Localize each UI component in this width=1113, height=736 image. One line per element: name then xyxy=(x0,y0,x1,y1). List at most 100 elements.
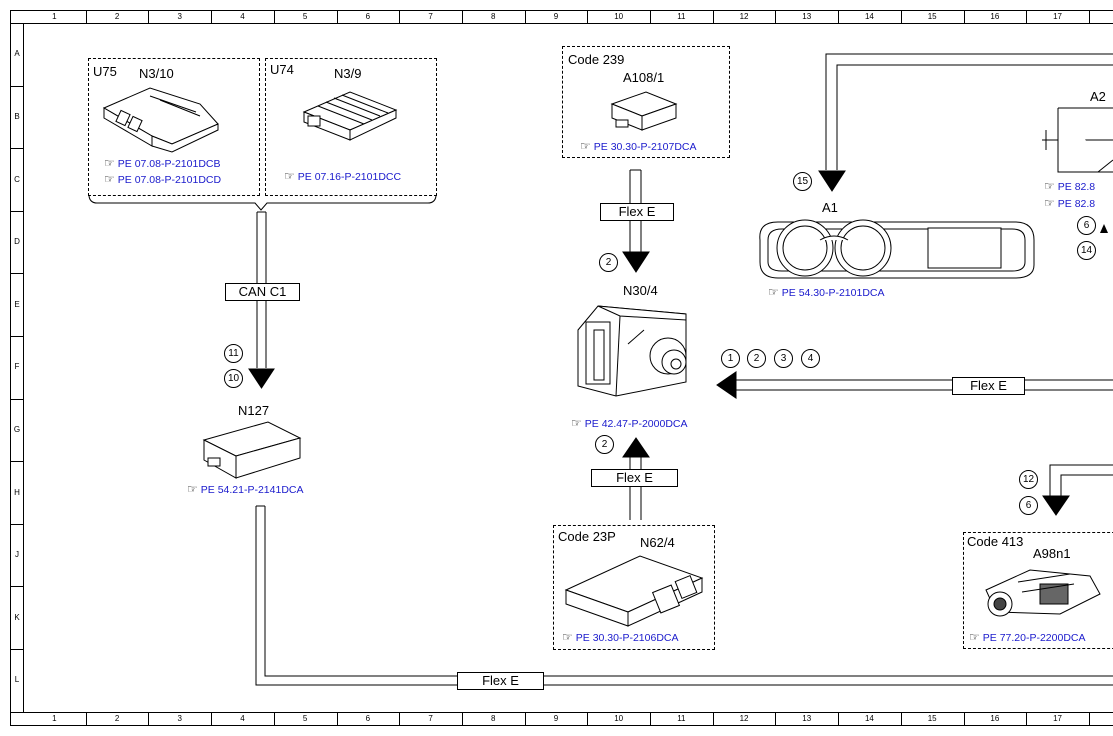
hand-pointer-icon: ☞ xyxy=(104,172,115,186)
grid-column-label: 14 xyxy=(864,12,874,21)
bus-flex-e-mid: Flex E xyxy=(591,469,678,487)
grid-column-label: 11 xyxy=(677,12,686,21)
flex-e-line-right xyxy=(716,371,1113,399)
n62-4-label: N62/4 xyxy=(640,535,675,550)
u75-label: U75 xyxy=(93,64,117,79)
flex-e-line-bottom xyxy=(255,505,1113,686)
hand-pointer-icon: ☞ xyxy=(562,630,573,644)
group-code239 xyxy=(562,46,730,158)
grid-column-label: 15 xyxy=(927,714,937,723)
ref-n3-10-a[interactable]: ☞PE 07.08-P-2101DCB xyxy=(104,156,221,170)
grid-row-label: B xyxy=(14,111,20,121)
hand-pointer-icon: ☞ xyxy=(1044,179,1055,193)
flex-e-line-mid xyxy=(622,437,650,520)
ref-a98n1[interactable]: ☞PE 77.20-P-2200DCA xyxy=(969,630,1086,644)
a108-1-drawing xyxy=(610,91,678,131)
signal-2-bottom: 2 xyxy=(595,435,614,454)
grid-column-label: 9 xyxy=(553,12,559,21)
n30-4-drawing xyxy=(577,305,687,397)
a98n1-drawing xyxy=(985,569,1101,617)
grid-column-label: 10 xyxy=(614,714,624,723)
signal-15: 15 xyxy=(793,172,812,191)
drawing-frame xyxy=(10,10,1113,726)
ref-a1[interactable]: ☞PE 54.30-P-2101DCA xyxy=(768,285,885,299)
a108-1-label: A108/1 xyxy=(623,70,665,85)
ref-a2-b[interactable]: ☞PE 82.8 xyxy=(1044,196,1096,210)
group-code413 xyxy=(963,532,1113,649)
ref-n30-4[interactable]: ☞PE 42.47-P-2000DCA xyxy=(571,416,688,430)
hand-pointer-icon: ☞ xyxy=(1044,196,1055,210)
n127-drawing xyxy=(202,421,302,479)
hand-pointer-icon: ☞ xyxy=(571,416,582,430)
grid-column-label: 13 xyxy=(802,12,812,21)
a2-arrow xyxy=(1100,224,1108,233)
a2-drawing xyxy=(1042,107,1113,173)
n3-10-label: N3/10 xyxy=(139,66,174,81)
signal-6-a2: 6 xyxy=(1077,216,1096,235)
code413-label: Code 413 xyxy=(967,534,1024,549)
grid-column-label: 16 xyxy=(990,12,1000,21)
grid-column-label: 2 xyxy=(114,12,120,21)
group-u75 xyxy=(88,58,260,196)
grid-row-label: A xyxy=(14,49,20,59)
hand-pointer-icon: ☞ xyxy=(580,139,591,153)
signal-1: 1 xyxy=(721,349,740,368)
grid-row-label: K xyxy=(14,612,20,622)
signal-2-top: 2 xyxy=(599,253,618,272)
ref-n62-4[interactable]: ☞PE 30.30-P-2106DCA xyxy=(562,630,679,644)
a2-label: A2 xyxy=(1090,89,1106,104)
n127-label: N127 xyxy=(238,403,270,418)
grid-column-label: 1 xyxy=(52,714,57,723)
signal-11: 11 xyxy=(224,344,243,363)
grid-column-label: 15 xyxy=(927,12,937,21)
grid-column-label: 11 xyxy=(677,714,686,723)
grid-column-label: 5 xyxy=(302,12,308,21)
grid-column-label: 9 xyxy=(553,714,559,723)
grid-column-label: 17 xyxy=(1053,714,1062,723)
signal-4: 4 xyxy=(801,349,820,368)
grid-column-label: 10 xyxy=(614,12,624,21)
signal-14: 14 xyxy=(1077,241,1096,260)
n3-10-drawing xyxy=(102,87,219,153)
grid-row-label: C xyxy=(14,174,20,184)
grid-row-label: H xyxy=(14,487,20,497)
grid-row-label: G xyxy=(13,424,21,434)
hand-pointer-icon: ☞ xyxy=(969,630,980,644)
hand-pointer-icon: ☞ xyxy=(187,482,198,496)
signal-3: 3 xyxy=(774,349,793,368)
ref-a2-a[interactable]: ☞PE 82.8 xyxy=(1044,179,1096,193)
grid-column-label: 1 xyxy=(52,12,57,21)
grid-column-label: 14 xyxy=(864,714,874,723)
signal-10: 10 xyxy=(224,369,243,388)
grid-column-label: 2 xyxy=(114,714,120,723)
signal-12: 12 xyxy=(1019,470,1038,489)
grid-row-label: E xyxy=(14,299,20,309)
grid-column-label: 12 xyxy=(739,714,749,723)
group-bracket xyxy=(88,195,437,211)
ref-n3-9[interactable]: ☞PE 07.16-P-2101DCC xyxy=(284,169,402,183)
grid-column-label: 3 xyxy=(177,714,182,723)
a1-feed-line xyxy=(818,53,1113,192)
n3-9-drawing xyxy=(302,91,398,141)
ref-a108-1[interactable]: ☞PE 30.30-P-2107DCA xyxy=(580,139,697,153)
u74-label: U74 xyxy=(270,62,294,77)
signal-2-right: 2 xyxy=(747,349,766,368)
ref-n3-10-b[interactable]: ☞PE 07.08-P-2101DCD xyxy=(104,172,222,186)
a1-drawing xyxy=(759,219,1035,279)
grid-column-label: 13 xyxy=(802,714,812,723)
grid-column-label: 3 xyxy=(177,12,182,21)
ref-n127[interactable]: ☞PE 54.21-P-2141DCA xyxy=(187,482,304,496)
hand-pointer-icon: ☞ xyxy=(284,169,295,183)
grid-column-label: 8 xyxy=(491,714,496,723)
a1-label: A1 xyxy=(822,200,838,215)
n62-4-drawing xyxy=(564,555,704,627)
bus-can-c1: CAN C1 xyxy=(225,283,300,301)
grid-column-label: 4 xyxy=(240,714,245,723)
grid-column-label: 4 xyxy=(240,12,245,21)
n30-4-label: N30/4 xyxy=(623,283,658,298)
grid-column-label: 7 xyxy=(428,12,433,21)
signal-6-bottom: 6 xyxy=(1019,496,1038,515)
grid-column-label: 17 xyxy=(1053,12,1062,21)
bus-flex-e-right: Flex E xyxy=(952,377,1025,395)
